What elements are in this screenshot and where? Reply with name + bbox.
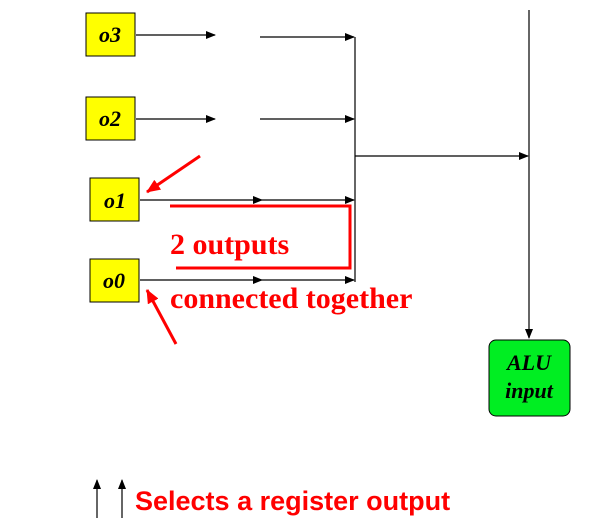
register-o0: o0 [89, 258, 140, 303]
annotation-line2: connected together [170, 282, 412, 315]
register-o0-label: o0 [103, 268, 125, 293]
bus [354, 10, 533, 339]
select-arrows [93, 479, 126, 518]
register-o2-label: o2 [99, 106, 121, 131]
register-o1: o1 [89, 177, 140, 222]
red-arrow-o0 [145, 289, 178, 345]
register-o1-label: o1 [104, 188, 126, 213]
alu-label-line2: input [505, 378, 554, 403]
annotation-line1: 2 outputs [170, 228, 289, 261]
footer-caption: Selects a register output [135, 486, 450, 516]
alu-input-box: ALU input [488, 339, 571, 417]
register-o2: o2 [85, 96, 136, 141]
register-o3-label: o3 [99, 22, 121, 47]
register-o3: o3 [85, 12, 136, 57]
alu-label-line1: ALU [505, 350, 552, 375]
red-arrow-o1 [146, 154, 201, 194]
short-circuit-bracket [170, 204, 352, 270]
wire-o3 [136, 31, 355, 41]
